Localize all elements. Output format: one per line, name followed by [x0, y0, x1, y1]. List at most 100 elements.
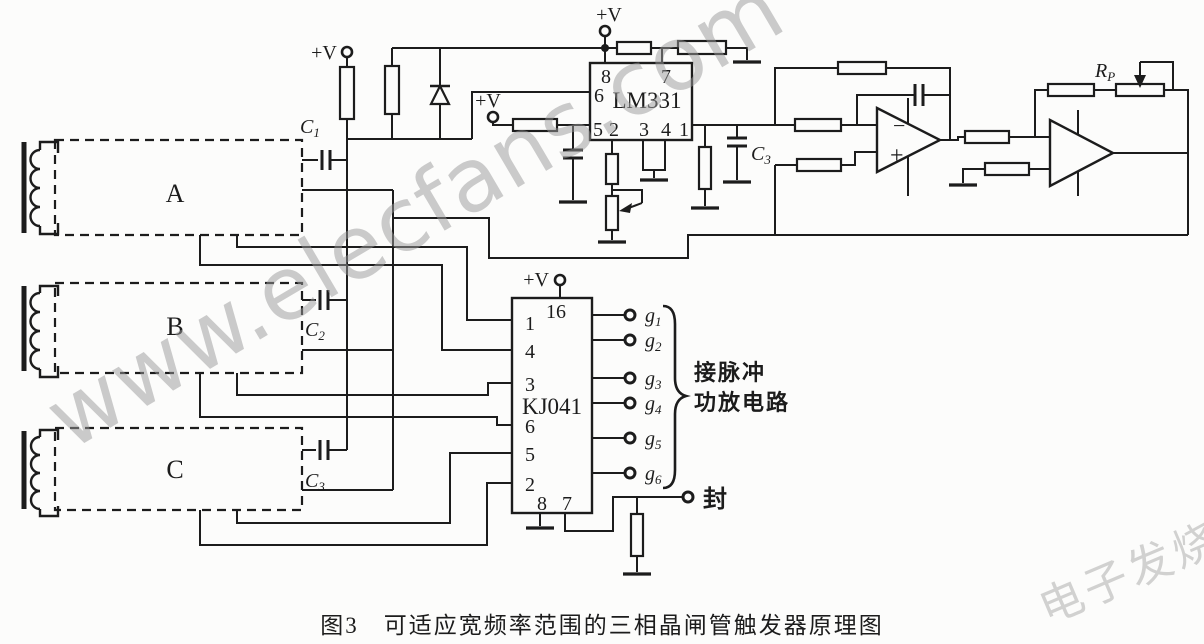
power-label: +V [596, 4, 622, 26]
lm331-pin-8: 8 [601, 66, 611, 88]
gate-terminal-icon [623, 396, 637, 410]
opamp-1: − + [875, 106, 943, 174]
gate-g2-label: g2 [645, 330, 662, 354]
lm331-pin-6: 6 [594, 85, 604, 107]
resistor [697, 145, 713, 191]
lm331-chip: 8 7 6 5 2 3 4 1 LM331 [588, 61, 694, 142]
power-terminal-icon [553, 273, 567, 287]
lm331-pin-3: 3 [639, 119, 649, 141]
capacitor-c3-phase-label: C3 [305, 470, 325, 494]
ground-symbols [526, 60, 977, 576]
power-label: +V [523, 269, 549, 291]
capacitor-c2-icon [318, 290, 330, 310]
resistor [511, 117, 559, 133]
seal-terminal: 封 [681, 486, 727, 513]
resistor [1046, 82, 1096, 98]
lm331-pin-4: 4 [661, 119, 671, 141]
kj041-pin-16: 16 [546, 301, 566, 323]
phase-b-label: B [166, 312, 183, 341]
sync-transformer-a-icon [21, 140, 60, 236]
phase-a-box [53, 138, 304, 237]
feedback-capacitor-icon [913, 84, 925, 106]
capacitor-c3-phase-icon [318, 440, 330, 460]
sync-transformer-c-icon [21, 428, 60, 518]
opamp-2 [1048, 118, 1116, 188]
brace-icon [662, 304, 691, 490]
phase-c-label: C [166, 455, 183, 484]
figure-caption: 图3 可适应宽频率范围的三相晶闸管触发器原理图 [320, 613, 884, 638]
zener-diode-icon [429, 83, 451, 106]
gate-g4-label: g4 [645, 393, 662, 417]
phase-b-block: B [21, 281, 304, 379]
pulse-note-line1: 接脉冲 [694, 360, 766, 385]
resistor [795, 157, 843, 173]
resistor [836, 60, 888, 76]
resistor [983, 161, 1031, 177]
junction-dot [601, 44, 609, 52]
kj041-pin-6: 6 [525, 416, 535, 438]
lm331-pin-5: 5 [593, 119, 603, 141]
resistor [793, 117, 843, 133]
potentiometer-rp [1114, 75, 1166, 98]
kj041-chip: 16 1 4 3 6 5 2 8 7 KJ041 [510, 296, 594, 515]
phase-a-label: A [166, 179, 185, 208]
kj041-pin-4: 4 [525, 341, 535, 363]
kj041-pin-1: 1 [525, 313, 535, 335]
resistors [338, 39, 1096, 558]
resistor [676, 39, 728, 56]
capacitor-c3-filter-icon [727, 136, 747, 148]
lm331-pin-2: 2 [609, 119, 619, 141]
gate-g5-label: g5 [645, 428, 662, 452]
kj041-pin-8: 8 [537, 493, 547, 515]
kj041-name: KJ041 [522, 394, 582, 419]
gate-g6-label: g6 [645, 463, 662, 487]
gate-terminal-icon [623, 333, 637, 347]
trimmer-resistor [604, 194, 620, 232]
phase-b-box [53, 281, 304, 375]
resistor [629, 512, 645, 558]
power-terminals: +V +V +V +V [311, 4, 622, 291]
phase-a-block: A [21, 138, 304, 237]
power-label: +V [311, 42, 337, 64]
seal-label: 封 [703, 486, 727, 513]
resistor [338, 65, 356, 121]
phase-c-block: C [21, 426, 304, 518]
power-terminal-icon [340, 45, 354, 59]
gate-terminal-icon [623, 466, 637, 480]
gate-terminal-icon [623, 308, 637, 322]
opamp-minus-sign: − [893, 113, 905, 138]
lm331-name: LM331 [613, 88, 682, 113]
power-label: +V [475, 90, 501, 112]
gate-terminal-icon [623, 371, 637, 385]
sync-transformer-b-icon [21, 284, 60, 379]
resistor [604, 152, 620, 186]
kj041-pin-2: 2 [525, 474, 535, 496]
capacitor-c2-label: C2 [305, 319, 325, 343]
potentiometer-rp-label: RP [1094, 60, 1115, 84]
lm331-pin-1: 1 [679, 119, 689, 141]
opamp-plus-sign: + [890, 143, 904, 169]
capacitors [318, 84, 925, 460]
capacitor-c3-filter-label: C3 [751, 143, 771, 167]
gate-terminal-icon [623, 431, 637, 445]
resistor [383, 64, 401, 116]
power-terminal-icon [598, 24, 612, 38]
kj041-pin-5: 5 [525, 444, 535, 466]
kj041-pin-7: 7 [562, 493, 572, 515]
filter-capacitor-icon [563, 148, 583, 160]
kj041-pin-3: 3 [525, 374, 535, 396]
wiper-arrow-icon [1134, 75, 1146, 88]
pulse-note-line2: 功放电路 [694, 390, 790, 415]
capacitor-c1-icon [320, 150, 332, 170]
resistor [615, 40, 653, 56]
power-terminal-icon [486, 110, 500, 124]
trimmer-wiper-arrow-icon [619, 202, 643, 213]
ground-icon [526, 60, 977, 576]
gate-outputs: g1 g2 g3 g4 g5 g6 接脉冲 功放电路 [623, 304, 790, 490]
gate-g3-label: g3 [645, 368, 662, 392]
lm331-pin-7: 7 [661, 66, 671, 88]
phase-c-box [53, 426, 304, 512]
resistor [963, 129, 1011, 145]
